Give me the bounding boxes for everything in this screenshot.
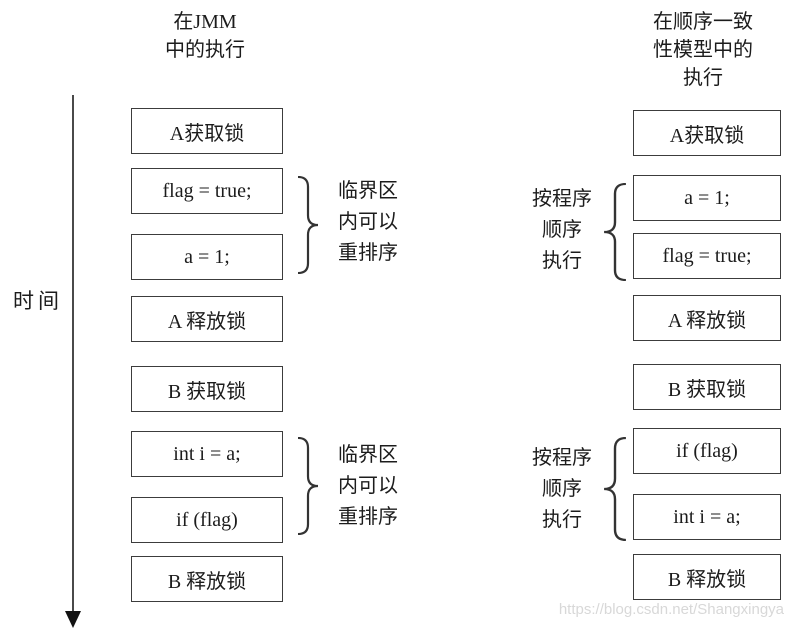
brace-left-icon bbox=[604, 437, 626, 541]
annotation-program-order: 按程序 顺序 执行 bbox=[514, 443, 610, 536]
brace-left-icon bbox=[604, 183, 626, 281]
flow-box: flag = true; bbox=[131, 168, 283, 214]
flow-box: if (flag) bbox=[131, 497, 283, 543]
time-axis-label: 时间 bbox=[13, 289, 63, 313]
column-header-sequential-line3: 执行 bbox=[683, 67, 723, 89]
annotation-program-order: 按程序 顺序 执行 bbox=[514, 184, 610, 277]
annotation-line: 顺序 bbox=[542, 219, 582, 241]
column-header-jmm-line1: 在JMM bbox=[173, 11, 237, 33]
brace-right-icon bbox=[297, 176, 319, 274]
annotation-line: 执行 bbox=[542, 250, 582, 272]
annotation-line: 执行 bbox=[542, 509, 582, 531]
flow-box: int i = a; bbox=[633, 494, 781, 540]
watermark: https://blog.csdn.net/Shangxingya bbox=[558, 601, 784, 618]
brace-right-icon bbox=[297, 437, 319, 535]
flow-box: A获取锁 bbox=[131, 108, 283, 154]
annotation-line: 按程序 bbox=[532, 447, 592, 469]
annotation-line: 重排序 bbox=[338, 506, 398, 528]
flow-box: B 释放锁 bbox=[131, 556, 283, 602]
column-header-jmm-line2: 中的执行 bbox=[165, 39, 245, 61]
flow-box: B 释放锁 bbox=[633, 554, 781, 600]
flow-box: B 获取锁 bbox=[633, 364, 781, 410]
column-header-sequential: 在顺序一致 性模型中的 执行 bbox=[613, 8, 788, 92]
annotation-line: 顺序 bbox=[542, 478, 582, 500]
flow-box: if (flag) bbox=[633, 428, 781, 474]
annotation-line: 重排序 bbox=[338, 242, 398, 264]
annotation-critical-section: 临界区 内可以 重排序 bbox=[320, 440, 416, 533]
flow-box: a = 1; bbox=[633, 175, 781, 221]
flow-box: flag = true; bbox=[633, 233, 781, 279]
flow-box: A 释放锁 bbox=[633, 295, 781, 341]
column-header-jmm: 在JMM 中的执行 bbox=[115, 8, 295, 64]
annotation-line: 临界区 bbox=[338, 180, 398, 202]
annotation-line: 内可以 bbox=[338, 475, 398, 497]
flow-box: a = 1; bbox=[131, 234, 283, 280]
annotation-critical-section: 临界区 内可以 重排序 bbox=[320, 176, 416, 269]
flow-box: B 获取锁 bbox=[131, 366, 283, 412]
time-axis-line bbox=[72, 95, 74, 612]
flow-box: int i = a; bbox=[131, 431, 283, 477]
flow-box: A 释放锁 bbox=[131, 296, 283, 342]
column-header-sequential-line1: 在顺序一致 bbox=[653, 11, 753, 33]
annotation-line: 临界区 bbox=[338, 444, 398, 466]
arrow-down-icon bbox=[65, 611, 81, 628]
annotation-line: 内可以 bbox=[338, 211, 398, 233]
column-header-sequential-line2: 性模型中的 bbox=[653, 39, 753, 61]
annotation-line: 按程序 bbox=[532, 188, 592, 210]
flow-box: A获取锁 bbox=[633, 110, 781, 156]
